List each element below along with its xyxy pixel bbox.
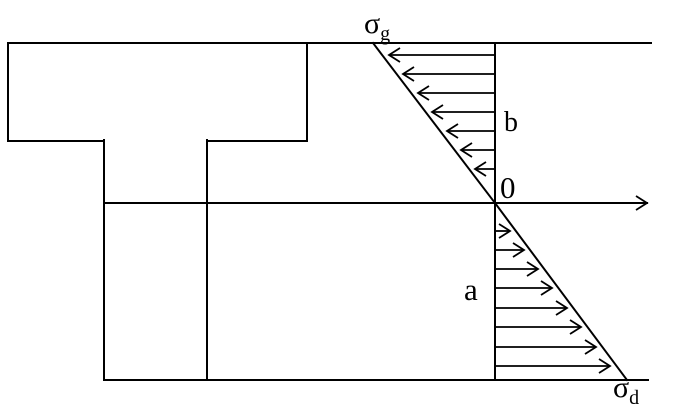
sigma-g-label: σg: [364, 7, 390, 45]
t-section-outline: [7, 42, 308, 381]
tension-arrows: [495, 223, 612, 374]
compression-arrows: [387, 47, 495, 177]
label-a: a: [464, 272, 478, 307]
sigma-d-label: σd: [613, 371, 639, 409]
label-zero: 0: [500, 170, 516, 205]
label-b: b: [504, 107, 518, 138]
stress-diagram-outline: [371, 41, 629, 382]
compression-slant-line: [371, 41, 497, 205]
tension-slant-line: [493, 201, 629, 382]
